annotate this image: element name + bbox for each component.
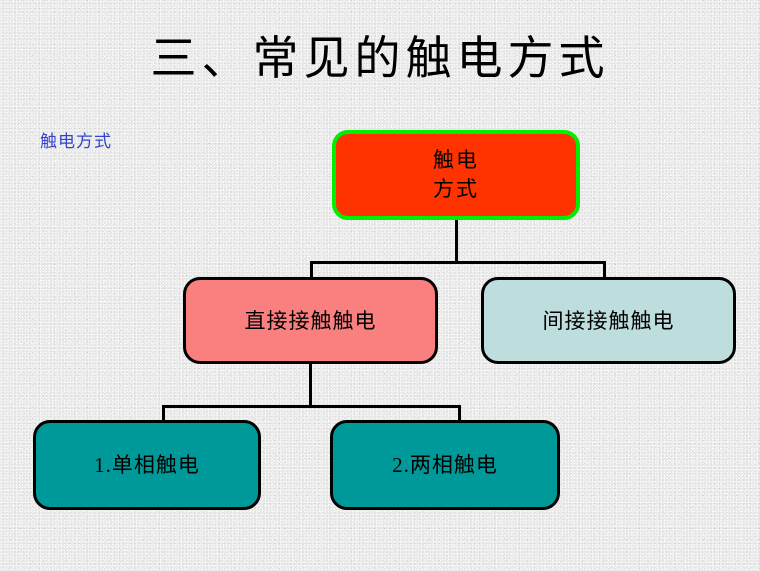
node-direct-contact[interactable]: 直接接触触电	[183, 277, 438, 364]
connector-bus-level1	[310, 261, 606, 264]
connector-drop-indirect	[603, 261, 606, 280]
connector-drop-two-phase	[458, 405, 461, 423]
connector-drop-direct	[310, 261, 313, 280]
node-root-label-line2: 方式	[433, 177, 479, 201]
connector-direct-stem	[309, 361, 312, 408]
diagram-caption: 触电方式	[40, 132, 112, 151]
node-two-phase[interactable]: 2.两相触电	[330, 420, 560, 510]
node-indirect-contact-label: 间接接触触电	[542, 308, 675, 333]
node-indirect-contact[interactable]: 间接接触触电	[481, 277, 736, 364]
connector-root-stem	[455, 218, 458, 264]
connector-bus-level2	[162, 405, 461, 408]
page-title: 三、常见的触电方式	[150, 33, 610, 84]
node-single-phase-label: 1.单相触电	[94, 453, 200, 477]
connector-drop-single-phase	[162, 405, 165, 423]
node-two-phase-label: 2.两相触电	[392, 453, 498, 477]
node-root[interactable]: 触电 方式	[332, 130, 580, 220]
node-single-phase[interactable]: 1.单相触电	[33, 420, 261, 510]
node-direct-contact-label: 直接接触触电	[244, 308, 377, 333]
node-root-label-line1: 触电	[433, 148, 479, 172]
